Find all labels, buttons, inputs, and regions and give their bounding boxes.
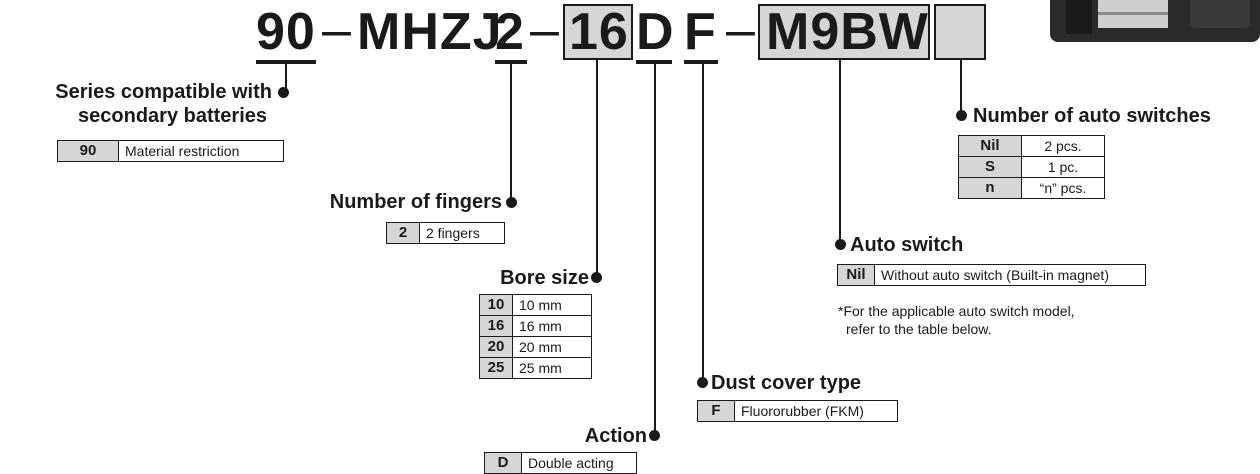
code-action: D (636, 6, 675, 58)
leader-dot (506, 197, 517, 208)
option-desc: Fluororubber (FKM) (735, 401, 898, 422)
option-code: Nil (838, 265, 875, 286)
code-switch-count-box (934, 4, 986, 60)
table-row: 90 Material restriction (58, 141, 284, 162)
leader-dot (697, 377, 708, 388)
table-row: 25 25 mm (480, 358, 592, 379)
series-label-line2: secondary batteries (55, 104, 272, 128)
table-row: 2 2 fingers (387, 223, 505, 244)
option-desc: 2 fingers (420, 223, 505, 244)
option-desc: Material restriction (119, 141, 284, 162)
table-row: 20 20 mm (480, 337, 592, 358)
code-separator: – (726, 4, 756, 56)
leader-dot (649, 430, 660, 441)
leader-dot (835, 239, 846, 250)
series-table: 90 Material restriction (57, 140, 284, 162)
option-code: S (959, 157, 1022, 178)
option-code: 25 (480, 358, 513, 379)
option-desc: 1 pc. (1022, 157, 1105, 178)
option-desc: 25 mm (513, 358, 592, 379)
option-desc: 20 mm (513, 337, 592, 358)
option-code: 2 (387, 223, 420, 244)
leader-line (510, 64, 512, 203)
auto-switch-table: Nil Without auto switch (Built-in magnet… (837, 264, 1146, 286)
option-code: 10 (480, 295, 513, 316)
dust-cover-label: Dust cover type (711, 371, 861, 395)
fingers-label: Number of fingers (330, 190, 502, 214)
code-separator: – (322, 4, 352, 56)
option-desc: Double acting (522, 453, 637, 474)
fingers-table: 2 2 fingers (386, 222, 505, 244)
leader-dot (591, 272, 602, 283)
leader-line (960, 60, 962, 115)
code-bore: 16 (569, 6, 629, 58)
code-cover-underline (684, 60, 718, 64)
code-cover: F (684, 6, 717, 58)
table-row: Nil Without auto switch (Built-in magnet… (838, 265, 1146, 286)
product-photo (1040, 0, 1260, 80)
option-code: Nil (959, 136, 1022, 157)
leader-line (702, 64, 704, 382)
code-fingers: 2 (495, 6, 525, 58)
switch-count-table: Nil 2 pcs. S 1 pc. n “n” pcs. (958, 135, 1105, 199)
option-code: D (485, 453, 522, 474)
option-code: n (959, 178, 1022, 199)
action-table: D Double acting (484, 452, 637, 474)
table-row: n “n” pcs. (959, 178, 1105, 199)
option-desc: “n” pcs. (1022, 178, 1105, 199)
table-row: 16 16 mm (480, 316, 592, 337)
table-row: 10 10 mm (480, 295, 592, 316)
leader-line (596, 60, 598, 278)
bore-table: 10 10 mm 16 16 mm 20 20 mm 25 25 mm (479, 294, 592, 379)
series-label: Series compatible with secondary batteri… (55, 80, 272, 128)
leader-line (654, 64, 656, 435)
action-label: Action (585, 424, 647, 448)
dust-cover-table: F Fluororubber (FKM) (697, 400, 898, 422)
option-desc: Without auto switch (Built-in magnet) (875, 265, 1146, 286)
option-desc: 2 pcs. (1022, 136, 1105, 157)
table-row: Nil 2 pcs. (959, 136, 1105, 157)
leader-dot (278, 87, 289, 98)
leader-line (839, 60, 841, 244)
bore-label: Bore size (500, 266, 589, 290)
code-model: MHZJ (357, 6, 503, 58)
option-code: 20 (480, 337, 513, 358)
auto-switch-note-line1: *For the applicable auto switch model, (838, 302, 1075, 320)
option-code: 16 (480, 316, 513, 337)
table-row: D Double acting (485, 453, 637, 474)
auto-switch-note-line2: refer to the table below. (838, 320, 1075, 338)
code-separator: – (530, 4, 560, 56)
leader-dot (956, 110, 967, 121)
option-code: F (698, 401, 735, 422)
auto-switch-note: *For the applicable auto switch model, r… (838, 302, 1075, 338)
table-row: S 1 pc. (959, 157, 1105, 178)
option-code: 90 (58, 141, 119, 162)
auto-switch-label: Auto switch (850, 233, 963, 257)
switch-count-label: Number of auto switches (973, 104, 1211, 128)
code-series: 90 (256, 6, 316, 58)
code-switch: M9BW (766, 6, 929, 58)
table-row: F Fluororubber (FKM) (698, 401, 898, 422)
option-desc: 10 mm (513, 295, 592, 316)
option-desc: 16 mm (513, 316, 592, 337)
series-label-line1: Series compatible with (55, 80, 272, 104)
